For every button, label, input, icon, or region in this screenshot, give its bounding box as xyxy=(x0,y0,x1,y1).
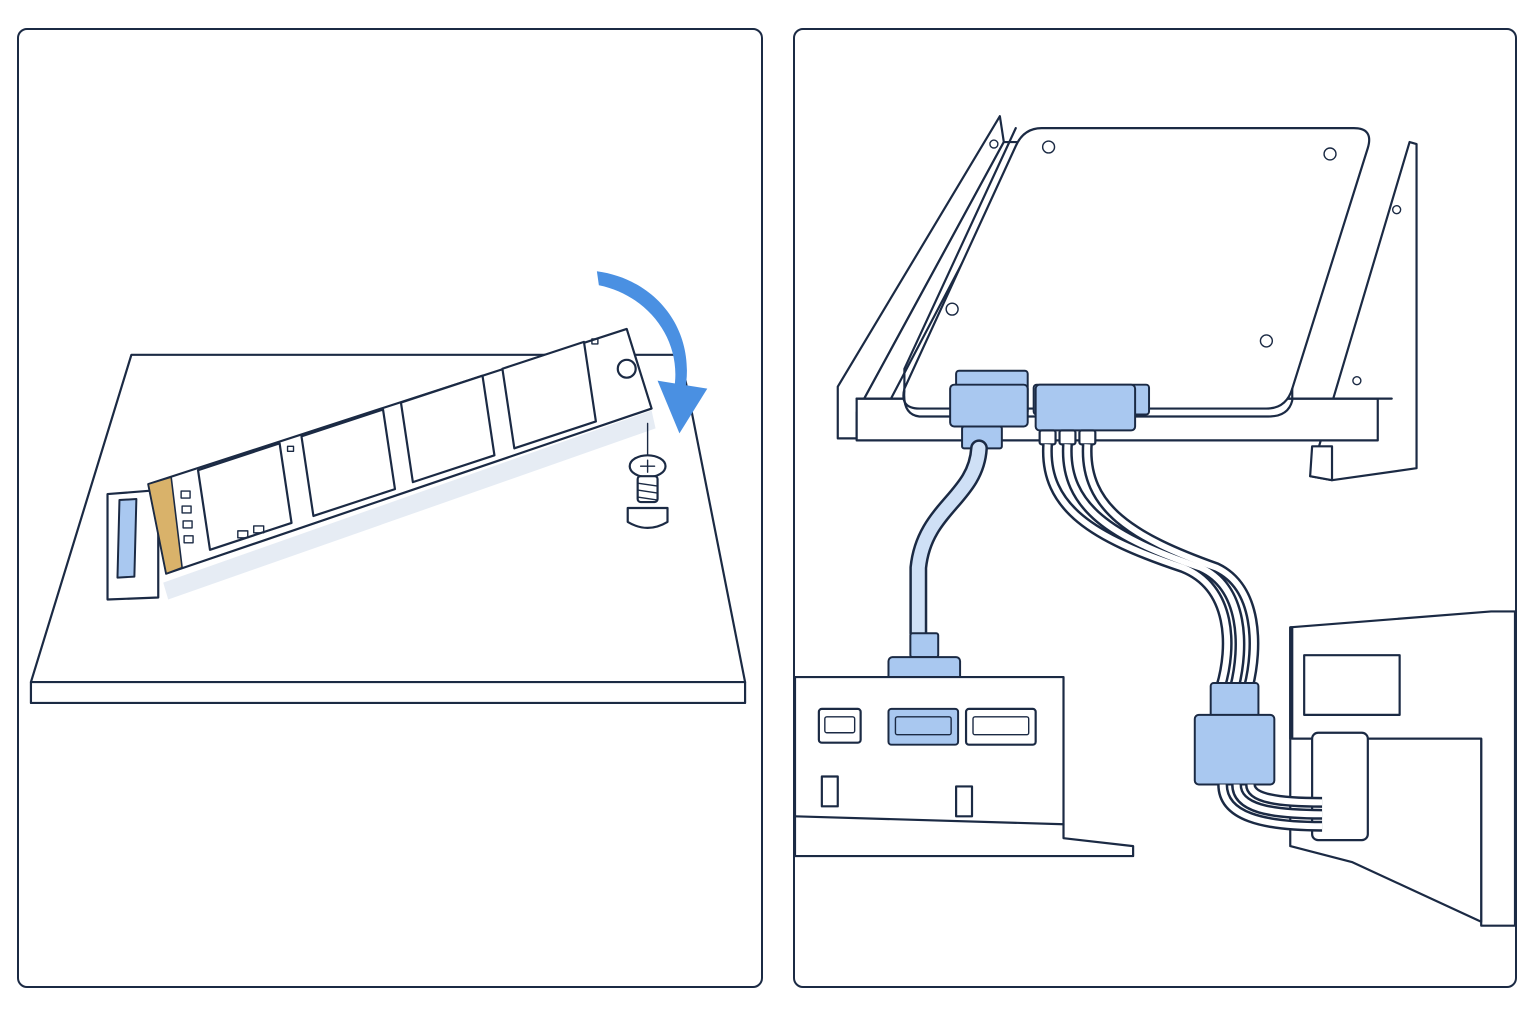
sata-install-panel xyxy=(793,28,1517,988)
sata-power-cable xyxy=(1034,383,1276,786)
power-supply xyxy=(1217,610,1515,927)
m2-install-drawing xyxy=(29,271,747,705)
motherboard-sata-ports xyxy=(795,675,1135,858)
gold-contacts xyxy=(147,476,183,575)
sata-install-drawing xyxy=(795,115,1515,927)
screw-icon xyxy=(626,422,669,529)
m2-install-panel xyxy=(17,28,763,988)
sata-ssd xyxy=(902,127,1371,418)
sata-data-cable xyxy=(887,383,1029,698)
m2-slot xyxy=(106,489,160,601)
curved-arrow-icon xyxy=(596,271,708,434)
m2-ssd xyxy=(147,327,653,575)
m2-ssd-shadow xyxy=(163,410,656,600)
